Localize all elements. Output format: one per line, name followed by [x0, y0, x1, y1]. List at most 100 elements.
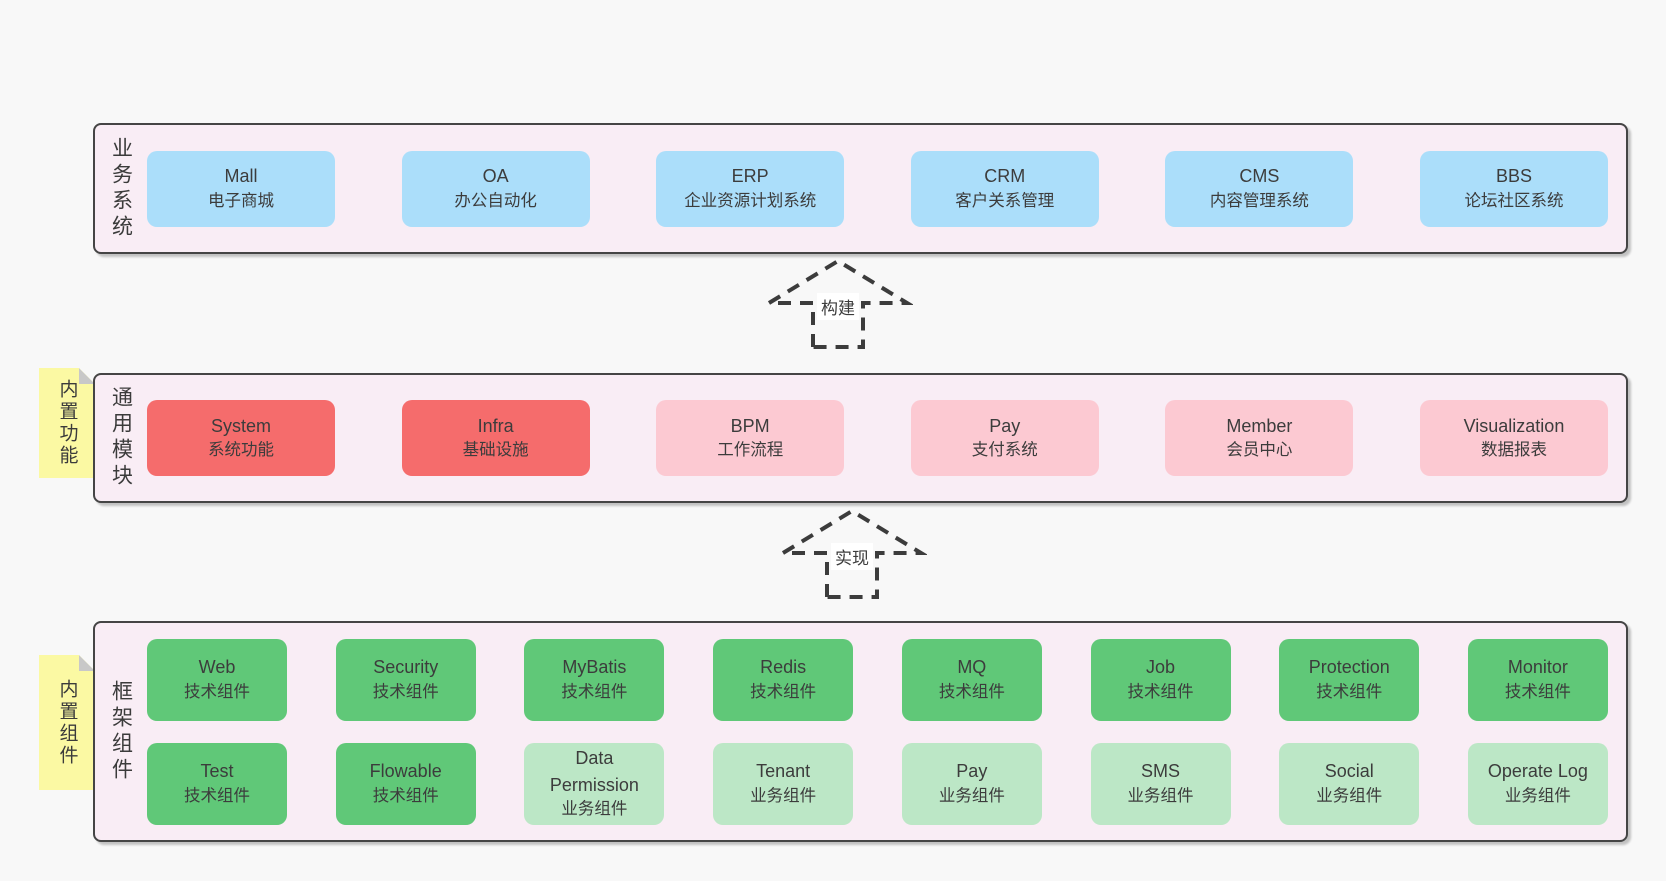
components-row-1: Web 技术组件 Security 技术组件 MyBatis 技术组件 Redi… [147, 638, 1608, 721]
box-subtitle: 支付系统 [971, 441, 1038, 460]
sticky-note-label: 内置组件 [56, 678, 78, 767]
box-title: Pay [989, 415, 1021, 436]
box-title: MQ [957, 657, 987, 678]
module-box-visualization: Visualization 数据报表 [1419, 400, 1608, 476]
box-subtitle: 系统功能 [208, 441, 274, 460]
component-box-redis: Redis 技术组件 [713, 638, 854, 721]
box-title: Security [373, 657, 439, 678]
box-title: Monitor [1507, 657, 1568, 678]
box-title: Protection [1308, 657, 1390, 678]
box-subtitle: 电子商城 [208, 191, 274, 210]
box-title: ERP [731, 166, 769, 187]
system-box-cms: CMS 内容管理系统 [1165, 150, 1354, 227]
module-box-infra: Infra 基础设施 [401, 400, 590, 476]
box-title: System [210, 415, 271, 436]
box-subtitle: 企业资源计划系统 [684, 191, 817, 210]
component-box-monitor: Monitor 技术组件 [1467, 638, 1608, 721]
box-title: Web [198, 657, 236, 678]
box-title: SMS [1141, 761, 1181, 782]
box-subtitle: 技术组件 [372, 682, 439, 701]
box-subtitle: 业务组件 [750, 786, 817, 805]
implement-arrow: 实现 [777, 507, 927, 599]
box-subtitle: 论坛社区系统 [1464, 191, 1564, 210]
band-business-systems: 业务系统 Mall 电子商城 OA 办公自动化 ERP 企业资源计划系统 CRM… [93, 123, 1628, 254]
box-title: Flowable [369, 761, 442, 782]
box-subtitle: 技术组件 [184, 786, 250, 805]
common-modules-row: System 系统功能 Infra 基础设施 BPM 工作流程 Pay 支付系统… [147, 400, 1626, 476]
dashed-up-arrow-icon [763, 258, 913, 349]
system-box-erp: ERP 企业资源计划系统 [656, 150, 845, 227]
build-arrow-label: 构建 [817, 293, 859, 320]
sticky-note-built-in-features: 内置功能 [39, 368, 95, 478]
component-box-protection: Protection 技术组件 [1279, 638, 1420, 721]
box-title: Test [200, 761, 234, 782]
component-box-web: Web 技术组件 [147, 638, 287, 721]
component-box-mq: MQ 技术组件 [901, 638, 1042, 721]
box-subtitle: 会员中心 [1226, 441, 1293, 460]
sticky-note-label: 内置功能 [56, 379, 78, 467]
system-box-crm: CRM 客户关系管理 [910, 150, 1099, 227]
box-subtitle: 客户关系管理 [955, 191, 1055, 210]
band-common-modules: 通用模块 System 系统功能 Infra 基础设施 BPM 工作流程 Pay… [93, 373, 1628, 503]
box-title: CMS [1239, 166, 1280, 187]
box-title: Mall [224, 166, 258, 187]
box-title: Data Permission [549, 748, 639, 795]
box-subtitle: 业务组件 [561, 799, 628, 818]
build-arrow: 构建 [763, 257, 913, 349]
box-subtitle: 技术组件 [938, 682, 1005, 701]
component-box-mybatis: MyBatis 技术组件 [524, 638, 665, 721]
box-title: CRM [984, 166, 1026, 187]
box-subtitle: 技术组件 [1127, 682, 1194, 701]
module-box-system: System 系统功能 [147, 400, 335, 476]
component-box-test: Test 技术组件 [147, 742, 287, 825]
box-subtitle: 数据报表 [1480, 441, 1547, 460]
box-subtitle: 技术组件 [561, 682, 628, 701]
box-subtitle: 业务组件 [938, 786, 1005, 805]
box-title: Tenant [756, 761, 811, 782]
component-box-operate-log: Operate Log 业务组件 [1467, 742, 1608, 825]
sticky-fold-corner-icon [79, 368, 95, 384]
component-box-data-permission: Data Permission 业务组件 [524, 742, 665, 825]
box-subtitle: 业务组件 [1316, 786, 1383, 805]
box-subtitle: 技术组件 [372, 786, 439, 805]
band-label-framework-components: 框架组件 [109, 679, 133, 784]
box-title: Redis [760, 657, 807, 678]
box-title: BBS [1495, 166, 1532, 187]
component-box-sms: SMS 业务组件 [1090, 742, 1231, 825]
module-box-member: Member 会员中心 [1165, 400, 1354, 476]
band-label-common-modules: 通用模块 [109, 386, 133, 490]
component-box-tenant: Tenant 业务组件 [713, 742, 854, 825]
framework-components-rows: Web 技术组件 Security 技术组件 MyBatis 技术组件 Redi… [147, 638, 1626, 825]
box-title: Job [1146, 657, 1176, 678]
sticky-fold-corner-icon [79, 655, 95, 671]
dashed-up-arrow-icon [777, 508, 927, 599]
box-title: Pay [956, 761, 988, 782]
system-box-mall: Mall 电子商城 [147, 150, 335, 227]
box-title: MyBatis [562, 657, 627, 678]
component-box-job: Job 技术组件 [1090, 638, 1231, 721]
components-row-2: Test 技术组件 Flowable 技术组件 Data Permission … [147, 742, 1608, 825]
box-subtitle: 基础设施 [462, 441, 529, 460]
box-subtitle: 技术组件 [184, 682, 250, 701]
box-subtitle: 技术组件 [750, 682, 817, 701]
box-subtitle: 内容管理系统 [1209, 191, 1309, 210]
band-label-business-systems: 业务系统 [109, 136, 133, 241]
module-box-bpm: BPM 工作流程 [656, 400, 845, 476]
box-subtitle: 技术组件 [1316, 682, 1383, 701]
component-box-pay: Pay 业务组件 [901, 742, 1042, 825]
system-box-oa: OA 办公自动化 [401, 150, 590, 227]
box-subtitle: 业务组件 [1504, 786, 1571, 805]
box-title: Social [1324, 761, 1374, 782]
box-title: Operate Log [1487, 761, 1588, 782]
sticky-note-built-in-components: 内置组件 [39, 655, 95, 790]
box-title: BPM [730, 415, 770, 436]
system-box-bbs: BBS 论坛社区系统 [1419, 150, 1608, 227]
box-title: Member [1226, 415, 1293, 436]
box-title: Infra [477, 415, 514, 436]
box-title: OA [482, 166, 509, 187]
component-box-social: Social 业务组件 [1279, 742, 1420, 825]
component-box-flowable: Flowable 技术组件 [335, 742, 476, 825]
box-subtitle: 办公自动化 [454, 191, 537, 210]
component-box-security: Security 技术组件 [335, 638, 476, 721]
